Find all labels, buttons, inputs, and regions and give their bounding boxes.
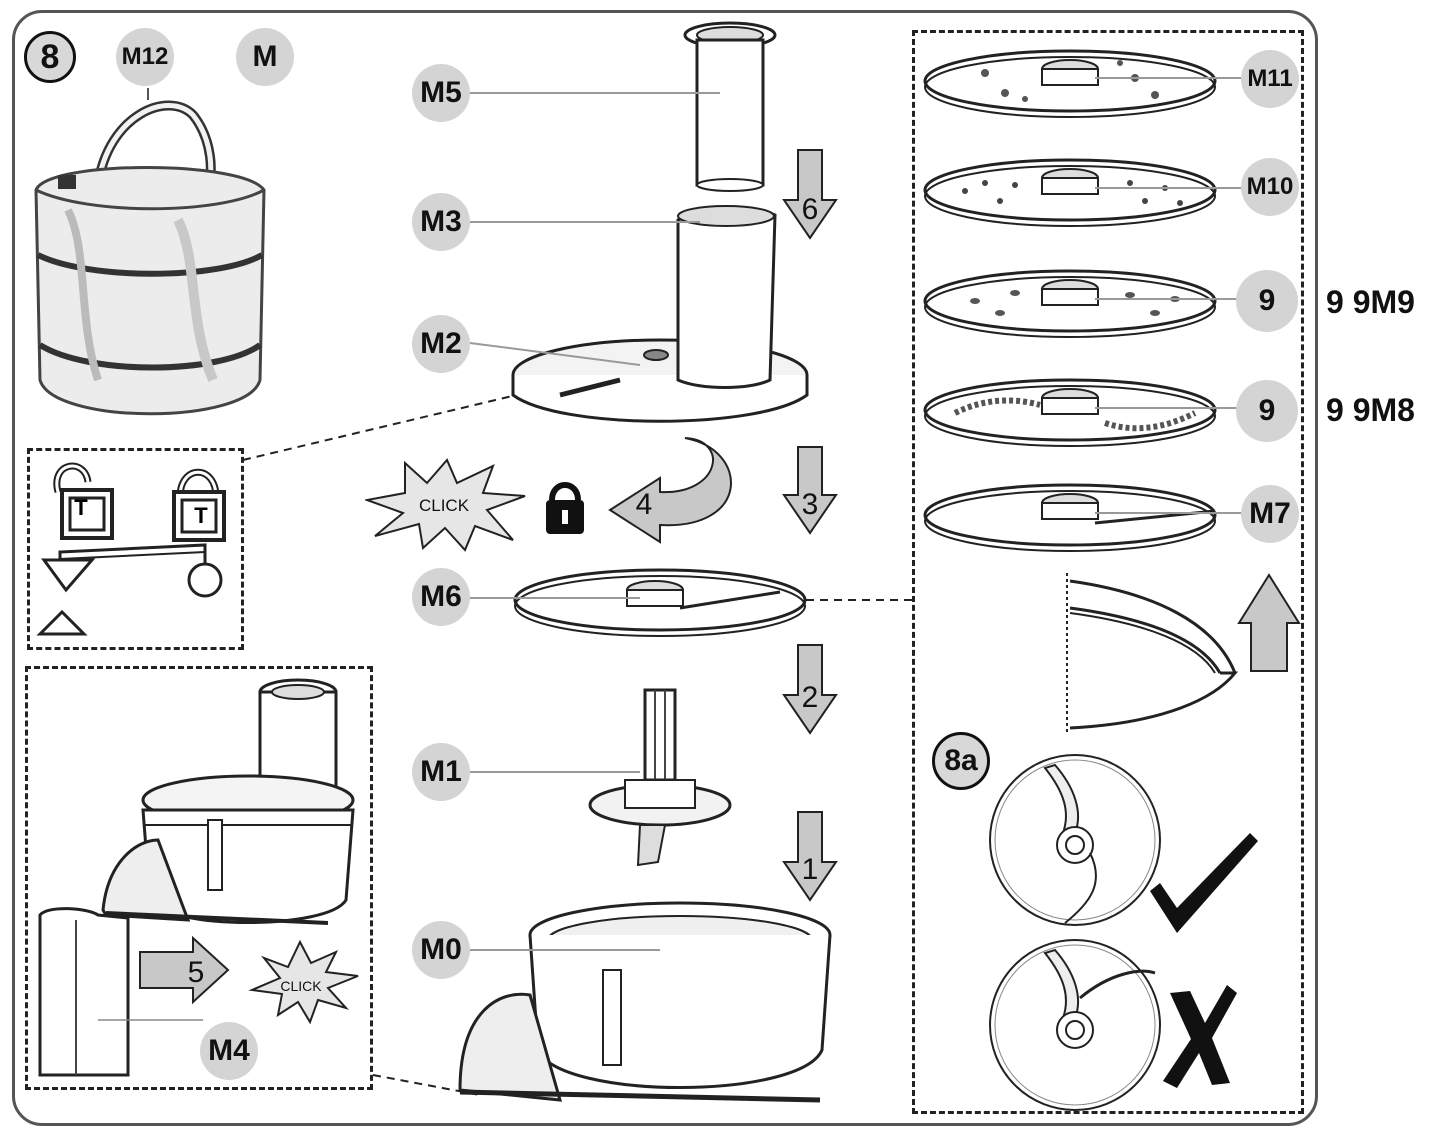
- checkmark-icon: [1150, 833, 1258, 933]
- open-lock-letter: T: [74, 495, 87, 521]
- up-triangle-icon: [40, 612, 84, 634]
- disc-m7: [925, 485, 1250, 551]
- lock-icon: [546, 485, 584, 534]
- label-m4: M4: [200, 1022, 258, 1080]
- disc-rim-section: [1067, 573, 1235, 733]
- correct-disc-top-view: [990, 755, 1160, 925]
- label-m0: M0: [412, 921, 470, 979]
- step-5-number: 5: [188, 956, 205, 990]
- sub-figure-badge: 8a: [932, 732, 990, 790]
- step-5-arrow: [140, 938, 228, 1002]
- step-6-number: 6: [802, 193, 819, 227]
- label-m8: 9: [1236, 380, 1298, 442]
- disc-m10: [925, 160, 1250, 226]
- lid-with-tube-part: [513, 206, 807, 421]
- closed-lock-letter: T: [194, 503, 207, 529]
- step-1-number: 1: [802, 853, 819, 887]
- label-m9: 9: [1236, 270, 1298, 332]
- assembled-unit-illustration: [28, 670, 370, 1088]
- step-4-arrow: [610, 438, 731, 542]
- side-label-m9: 9 9M9: [1326, 284, 1415, 321]
- step-4-number: 4: [636, 488, 653, 522]
- lock-alignment-diagram: [30, 452, 242, 647]
- blade-part: [590, 690, 730, 865]
- disc-m8: [925, 380, 1240, 446]
- wrong-disc-top-view: [990, 940, 1160, 1110]
- small-click-text: CLICK: [280, 978, 321, 994]
- label-m10: M10: [1241, 158, 1299, 216]
- circle-marker-icon: [189, 564, 221, 596]
- disc-m9: [925, 271, 1240, 337]
- main-click-text: CLICK: [419, 496, 469, 516]
- down-triangle-icon: [44, 560, 92, 590]
- disc-m11: [925, 51, 1250, 117]
- step-2-number: 2: [802, 681, 819, 715]
- pusher-part: [685, 23, 775, 191]
- label-m6: M6: [412, 568, 470, 626]
- label-m7: M7: [1241, 485, 1299, 543]
- label-m5: M5: [412, 64, 470, 122]
- cross-mark-icon: [1163, 985, 1237, 1088]
- up-arrow: [1239, 575, 1299, 671]
- side-label-m8: 9 9M8: [1326, 392, 1415, 429]
- bowl-part: [460, 903, 830, 1100]
- slicing-disc-part: [515, 570, 805, 636]
- label-m11: M11: [1241, 50, 1299, 108]
- label-m1: M1: [412, 743, 470, 801]
- step-3-number: 3: [802, 488, 819, 522]
- label-m3: M3: [412, 193, 470, 251]
- label-m2: M2: [412, 315, 470, 373]
